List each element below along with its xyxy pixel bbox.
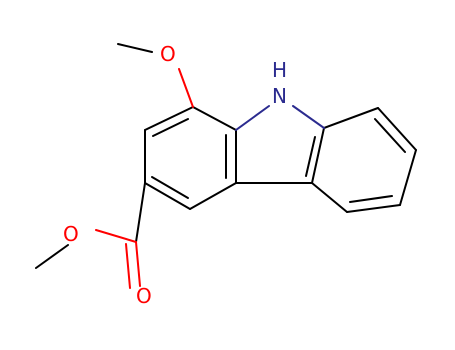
bond-c5-c4b: [311, 182, 348, 213]
bond-c3-ester-c: [135, 182, 146, 243]
bond-c8a-c4b-inner: [305, 136, 316, 177]
bond-c2-c1: [144, 106, 194, 131]
bond-methoxy-ch3: [117, 43, 153, 53]
bond-c4a-c4: [189, 182, 237, 210]
bond-c6-c5-inner: [349, 195, 393, 203]
bond-c9a-n: [235, 105, 270, 131]
bond-c4-c3: [144, 182, 191, 210]
atom-labels: H N O O O: [63, 42, 287, 308]
carbon-bonds: [35, 43, 417, 269]
bond-c8-c7-inner: [374, 118, 406, 153]
bond-c6-c5: [346, 204, 401, 213]
bond-c8a-c8: [323, 107, 379, 129]
carbonyl-oxygen-label: O: [136, 284, 152, 308]
bond-ester-o: [95, 229, 137, 243]
hetero-bonds: [95, 68, 325, 289]
bond-c2-c1-inner: [152, 118, 189, 137]
bond-c7-c6: [399, 149, 417, 206]
bond-carbonyl-1: [135, 241, 141, 287]
bond-c4-c3-inner: [151, 176, 189, 199]
bond-carbonyl-2: [125, 243, 131, 289]
nh-hydrogen-label: H: [272, 58, 287, 82]
bond-c8-c7: [377, 107, 417, 151]
bond-ester-ch3: [35, 244, 69, 269]
bond-c1-o-methoxy: [178, 68, 194, 108]
bond-c1-c9a: [192, 106, 237, 131]
bond-c4b-c8a: [311, 127, 325, 184]
nitrogen-label: N: [272, 84, 287, 108]
ester-oxygen-label: O: [63, 222, 79, 246]
methoxy-oxygen-label: O: [160, 42, 176, 66]
bond-n-c8a: [292, 105, 325, 129]
